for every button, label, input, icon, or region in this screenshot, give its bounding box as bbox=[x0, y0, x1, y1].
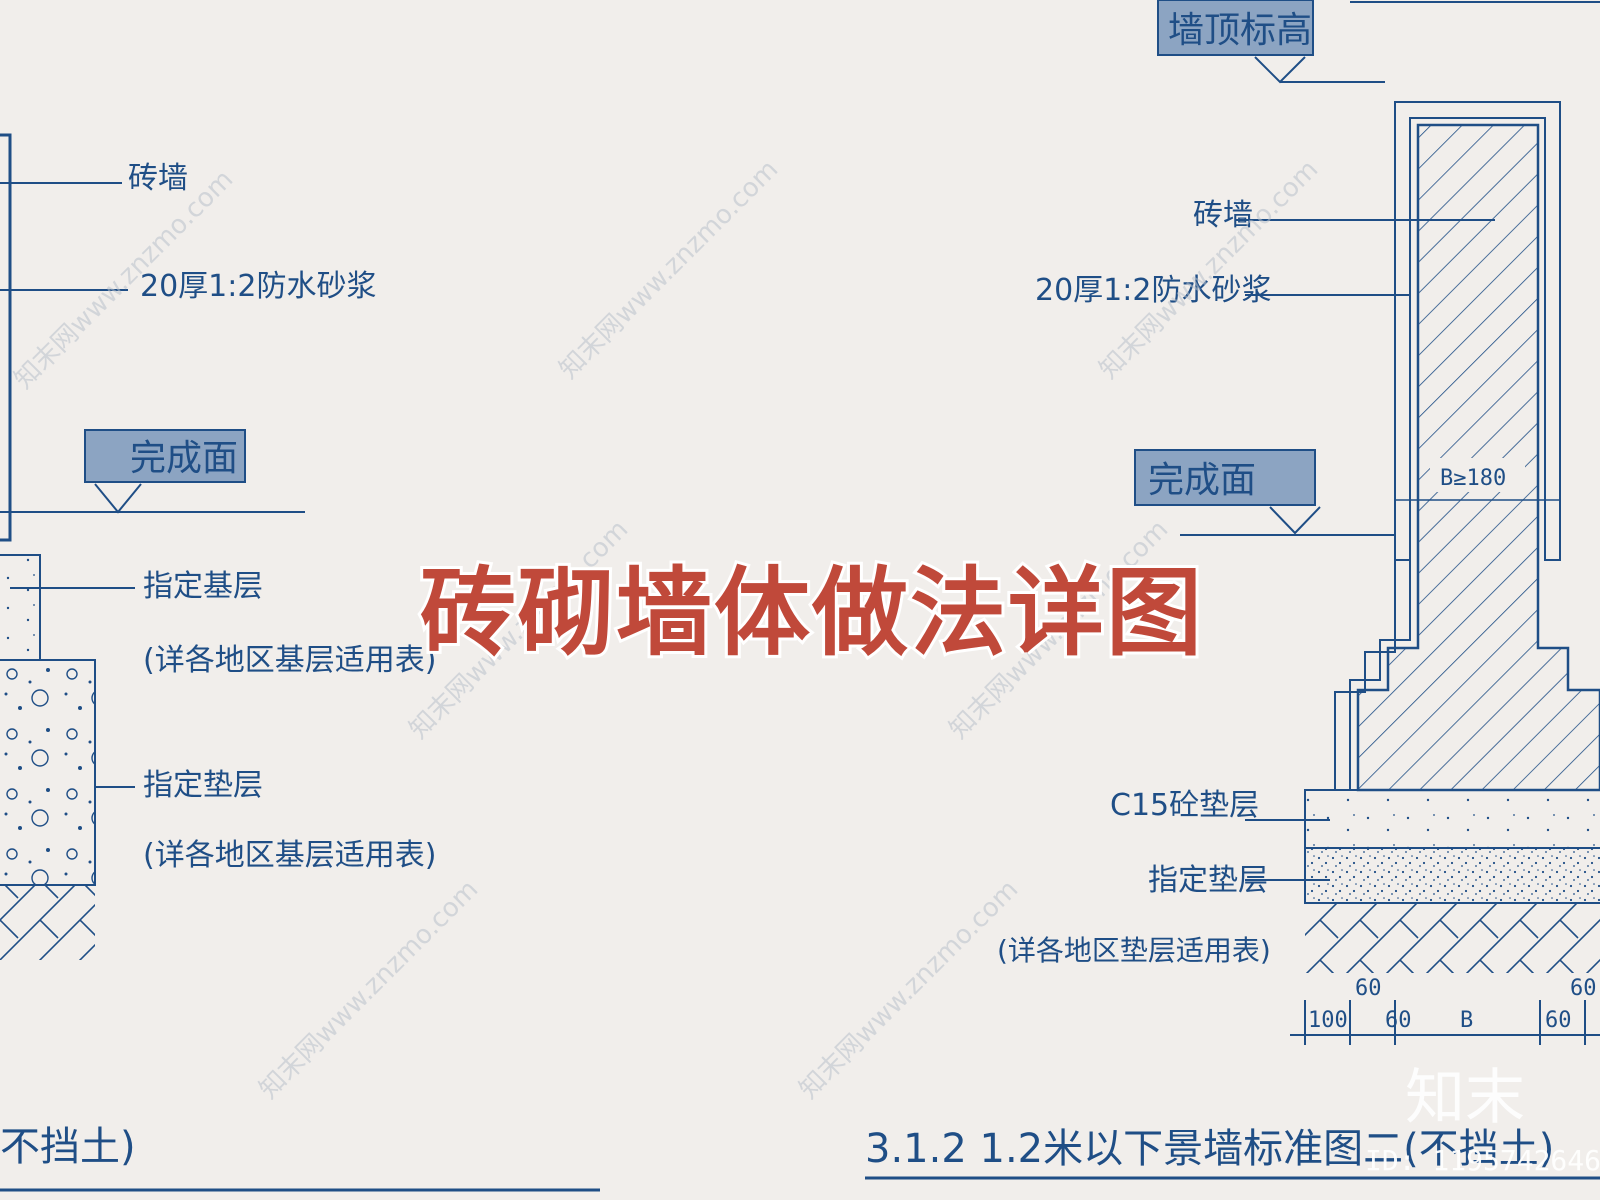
left-label-cushion-note: (详各地区基层适用表) bbox=[143, 838, 436, 873]
dim-b: B bbox=[1460, 1008, 1473, 1033]
right-brick-wall bbox=[1356, 123, 1600, 792]
right-cushion-layer bbox=[1304, 847, 1600, 904]
right-label-mortar: 20厚1:2防水砂浆 bbox=[1035, 273, 1271, 308]
dim-60a: 60 bbox=[1385, 1008, 1412, 1033]
width-note: B≥180 bbox=[1440, 466, 1506, 491]
left-detail: 砖墙 20厚1:2防水砂浆 完成面 指定基层 (详各地区基层适用表) 指定垫层 … bbox=[0, 133, 600, 1192]
dim-100: 100 bbox=[1308, 1008, 1348, 1033]
left-caption: 不挡土) bbox=[0, 1124, 136, 1170]
right-label-cushion-note: (详各地区垫层适用表) bbox=[997, 934, 1271, 967]
brand-watermark: 知末 bbox=[1405, 1063, 1525, 1133]
watermark-text: 知末网www.znzmo.com bbox=[794, 874, 1025, 1105]
watermark-text: 知末网www.znzmo.com bbox=[1094, 154, 1325, 385]
left-brick-wall bbox=[0, 133, 12, 542]
left-finish-tag: 完成面 bbox=[84, 429, 246, 514]
right-detail: 墙顶标高 B≥180 完成面 砖墙 20厚1:2防水砂浆 bbox=[865, 0, 1600, 1180]
dim-top-right: 60 bbox=[1570, 976, 1597, 1001]
left-cushion-block bbox=[0, 659, 96, 886]
watermark-text: 知末网www.znzmo.com bbox=[554, 154, 785, 385]
right-plaster-outline bbox=[1394, 101, 1561, 561]
dimension-line: 60 60 100 60 B 60 bbox=[1290, 976, 1600, 1045]
right-finish-label: 完成面 bbox=[1148, 460, 1256, 501]
right-label-cushion: 指定垫层 bbox=[1148, 863, 1268, 898]
right-label-brick-wall: 砖墙 bbox=[1193, 198, 1253, 233]
wall-top-label: 墙顶标高 bbox=[1168, 10, 1312, 51]
right-earth bbox=[1305, 903, 1600, 973]
dim-top-left: 60 bbox=[1355, 976, 1382, 1001]
id-watermark: ID: 1195742646 bbox=[1365, 1144, 1600, 1177]
c15-cushion bbox=[1304, 789, 1600, 849]
watermark-text: 知末网www.znzmo.com bbox=[254, 874, 485, 1105]
left-label-base: 指定基层 bbox=[143, 569, 263, 604]
left-finish-label: 完成面 bbox=[130, 438, 238, 479]
left-label-mortar: 20厚1:2防水砂浆 bbox=[140, 269, 376, 304]
left-label-brick-wall: 砖墙 bbox=[128, 161, 188, 196]
right-label-c15: C15砼垫层 bbox=[1110, 788, 1259, 823]
left-earth bbox=[0, 885, 95, 960]
right-caption: 3.1.2 1.2米以下景墙标准图二(不挡土) bbox=[865, 1126, 1554, 1172]
left-label-base-note: (详各地区基层适用表) bbox=[143, 643, 436, 678]
left-base-block bbox=[0, 554, 41, 661]
dim-60b: 60 bbox=[1545, 1008, 1572, 1033]
page-title: 砖砌墙体做法详图 bbox=[417, 554, 1205, 672]
left-label-cushion: 指定垫层 bbox=[143, 768, 263, 803]
wall-top-tag: 墙顶标高 bbox=[1157, 0, 1385, 84]
right-finish-tag: 完成面 bbox=[1134, 449, 1321, 535]
